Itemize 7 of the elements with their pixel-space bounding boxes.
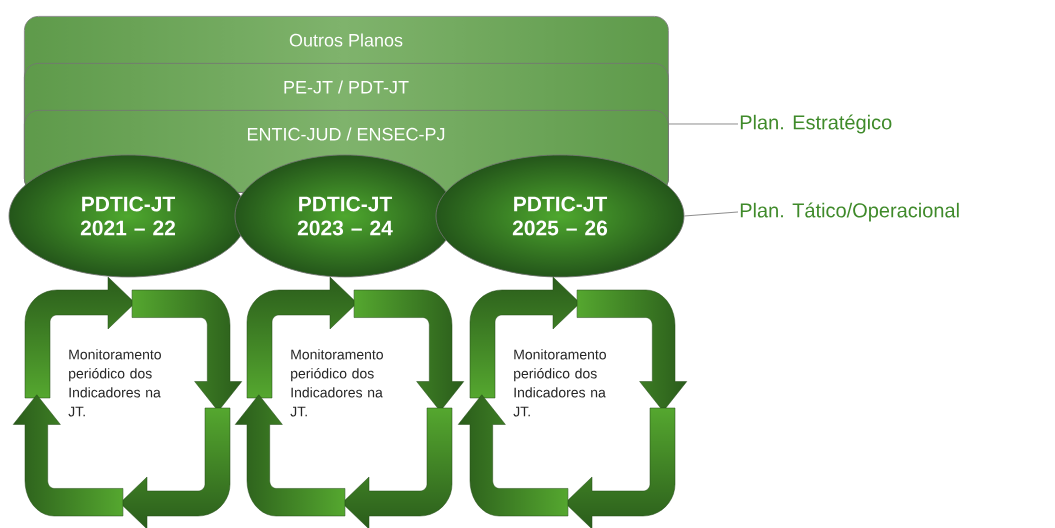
leader-line xyxy=(668,123,739,125)
leader-line xyxy=(683,211,739,217)
cycle-text: Monitoramento periódico dos Indicadores na JT. xyxy=(513,349,606,417)
level-label: Plan. Estratégico xyxy=(740,114,892,134)
cycle-text: Monitoramento periódico dos Indicadores na JT. xyxy=(290,349,383,417)
level-label: Plan. Tático/Operacional xyxy=(740,202,959,222)
cycle-text: Monitoramento periódico dos Indicadores na JT. xyxy=(68,349,161,417)
